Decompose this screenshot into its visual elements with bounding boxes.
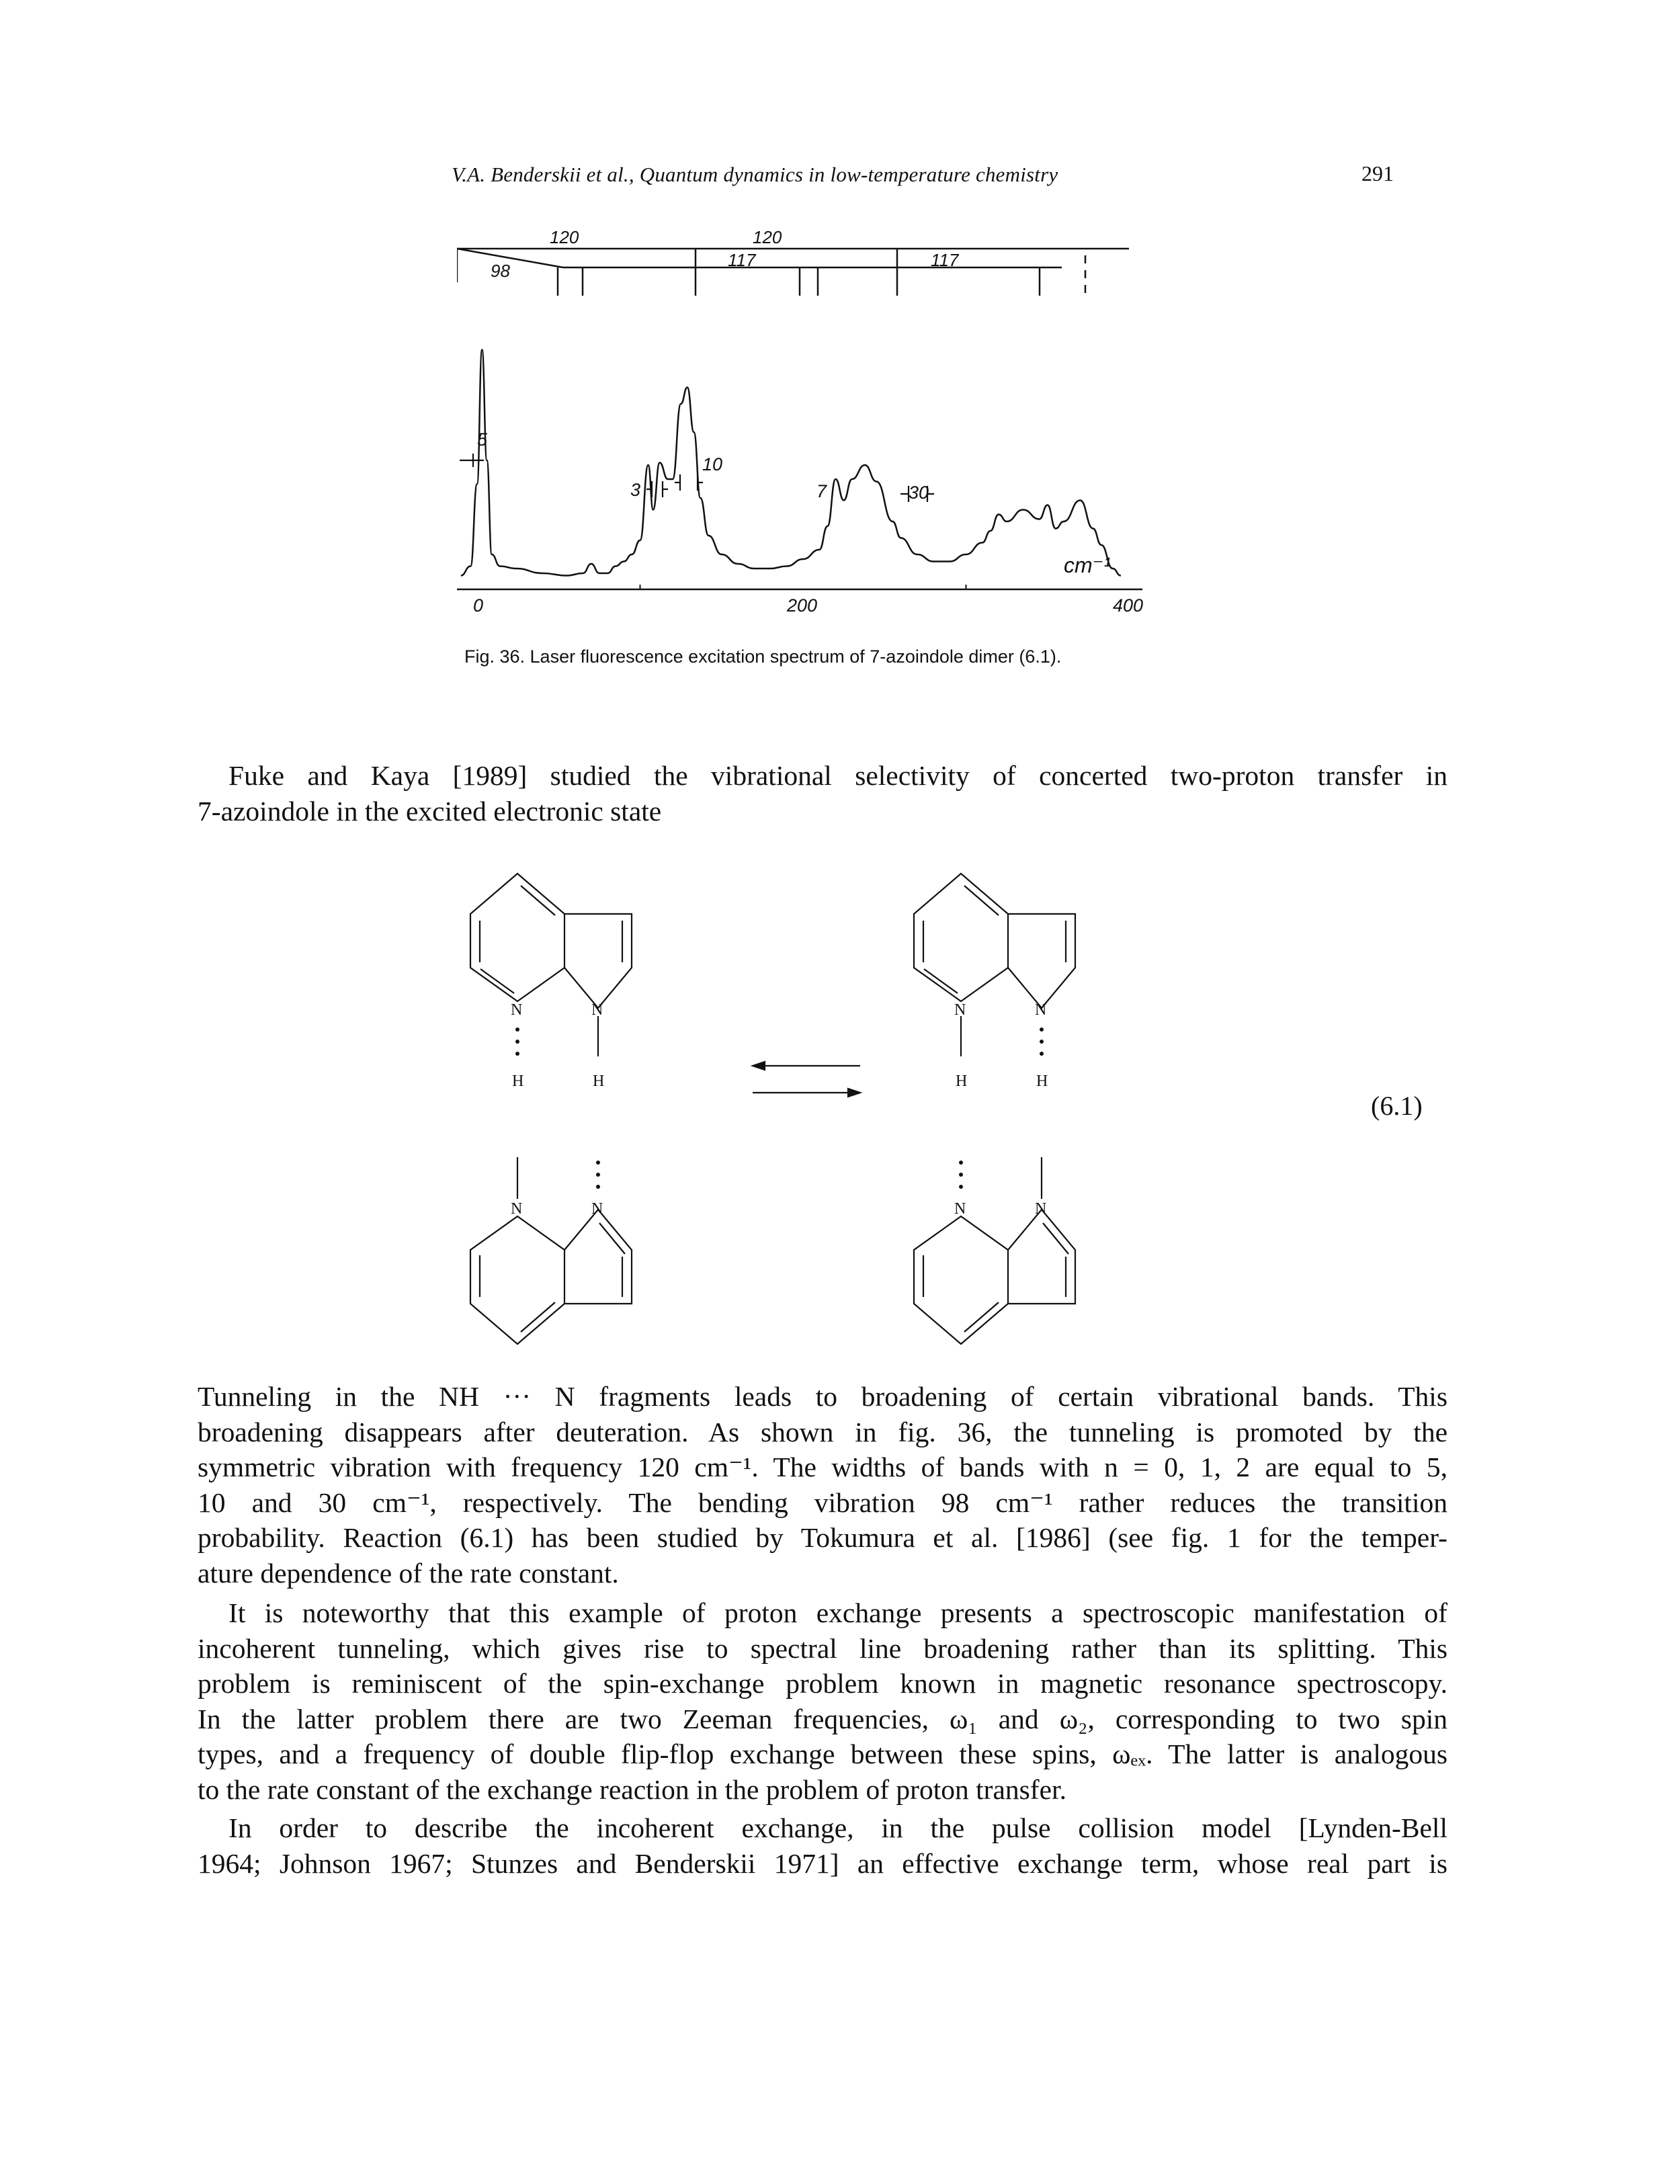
- peak-width-marker: [646, 481, 668, 497]
- atom-label: N: [1035, 1200, 1046, 1218]
- running-title: V.A. Benderskii et al., Quantum dynamics…: [452, 163, 1058, 186]
- atom-label: H: [956, 1073, 967, 1090]
- peak-label: 10: [702, 454, 722, 474]
- azaindole-molecule: [469, 1208, 633, 1345]
- atom-label: N: [511, 1001, 522, 1019]
- axis-unit-label: cm⁻¹: [1064, 553, 1111, 577]
- atom-label: H: [593, 1073, 604, 1090]
- hydrogen-bond-dots: [515, 1027, 1044, 1189]
- peak-label: 30: [909, 482, 929, 503]
- paragraph-noteworthy: It is noteworthy that this example of pr…: [198, 1595, 1447, 1808]
- level-label: 120: [753, 228, 782, 247]
- atom-label: H: [1036, 1073, 1048, 1090]
- text-line: In the latter problem there are two Zeem…: [198, 1703, 1447, 1734]
- azaindole-molecule: [469, 872, 633, 1009]
- x-tick-label: 0: [473, 595, 483, 616]
- paragraph-intro: Fuke and Kaya [1989] studied the vibrati…: [198, 758, 1447, 829]
- width-markers: [460, 454, 934, 502]
- spectrum-plot: 5 3 10 7 30 cm⁻¹ 0 200 400: [457, 349, 1143, 616]
- atom-label: N: [511, 1200, 522, 1218]
- slanted-level-line: [457, 247, 564, 269]
- atom-label: N: [591, 1200, 603, 1218]
- level-diagram: [457, 247, 1129, 296]
- atom-label: N: [954, 1001, 966, 1019]
- equation-number: (6.1): [1371, 1091, 1423, 1121]
- level-label: 98: [491, 261, 510, 281]
- x-tick-label: 200: [786, 595, 817, 616]
- level-label: 117: [728, 250, 757, 270]
- peak-width-marker: [460, 454, 484, 467]
- equilibrium-arrows: [750, 1060, 863, 1098]
- text-line: types, and a frequency of double flip-fl…: [198, 1738, 1447, 1770]
- paragraph-incoherent-exchange: In order to describe the incoherent exch…: [198, 1810, 1447, 1881]
- text-line: to the rate constant of the exchange rea…: [198, 1773, 1066, 1805]
- text-line: broadening disappears after deuteration.…: [198, 1416, 1447, 1447]
- text-line: It is noteworthy that this example of pr…: [228, 1597, 1447, 1628]
- level-label: 120: [550, 228, 579, 247]
- atom-label: N: [1035, 1001, 1046, 1019]
- peak-label: 5: [477, 429, 488, 450]
- peak-width-marker: [675, 474, 703, 491]
- text-line: 10 and 30 cm⁻¹, respectively. The bendin…: [198, 1486, 1447, 1518]
- text-line: probability. Reaction (6.1) has been stu…: [198, 1522, 1447, 1554]
- reaction-scheme: N N H H N N N N H H N N: [469, 872, 1077, 1345]
- atom-label: N: [954, 1200, 966, 1218]
- text-line: 7-azoindole in the excited electronic st…: [198, 795, 662, 827]
- level-label: 117: [931, 250, 960, 270]
- peak-label: 7: [816, 481, 827, 501]
- text-line: In order to describe the incoherent exch…: [228, 1812, 1447, 1843]
- peak-label: 3: [630, 480, 640, 500]
- spectrum-trace: [460, 349, 1122, 577]
- peak-width-marker: [900, 486, 934, 502]
- text-line: Fuke and Kaya [1989] studied the vibrati…: [228, 760, 1447, 791]
- text-line: incoherent tunneling, which gives rise t…: [198, 1632, 1447, 1664]
- figure-36: 120 120 98 117 117 5 3 10 7 30 cm⁻¹ 0 20…: [457, 228, 1143, 616]
- atom-label: H: [512, 1073, 523, 1090]
- text-line: Tunneling in the NH ··· N fragments lead…: [198, 1381, 1447, 1412]
- text-line: 1964; Johnson 1967; Stunzes and Bendersk…: [198, 1847, 1447, 1879]
- paragraph-tunneling: Tunneling in the NH ··· N fragments lead…: [198, 1379, 1447, 1591]
- text-line: symmetric vibration with frequency 120 c…: [198, 1452, 1447, 1483]
- text-line: ature dependence of the rate constant.: [198, 1557, 619, 1589]
- x-tick-label: 400: [1113, 595, 1143, 616]
- page-number: 291: [1361, 161, 1394, 185]
- figure-caption: Fig. 36. Laser fluorescence excitation s…: [464, 646, 1062, 667]
- atom-label: N: [591, 1001, 603, 1019]
- text-line: problem is reminiscent of the spin-excha…: [198, 1668, 1447, 1699]
